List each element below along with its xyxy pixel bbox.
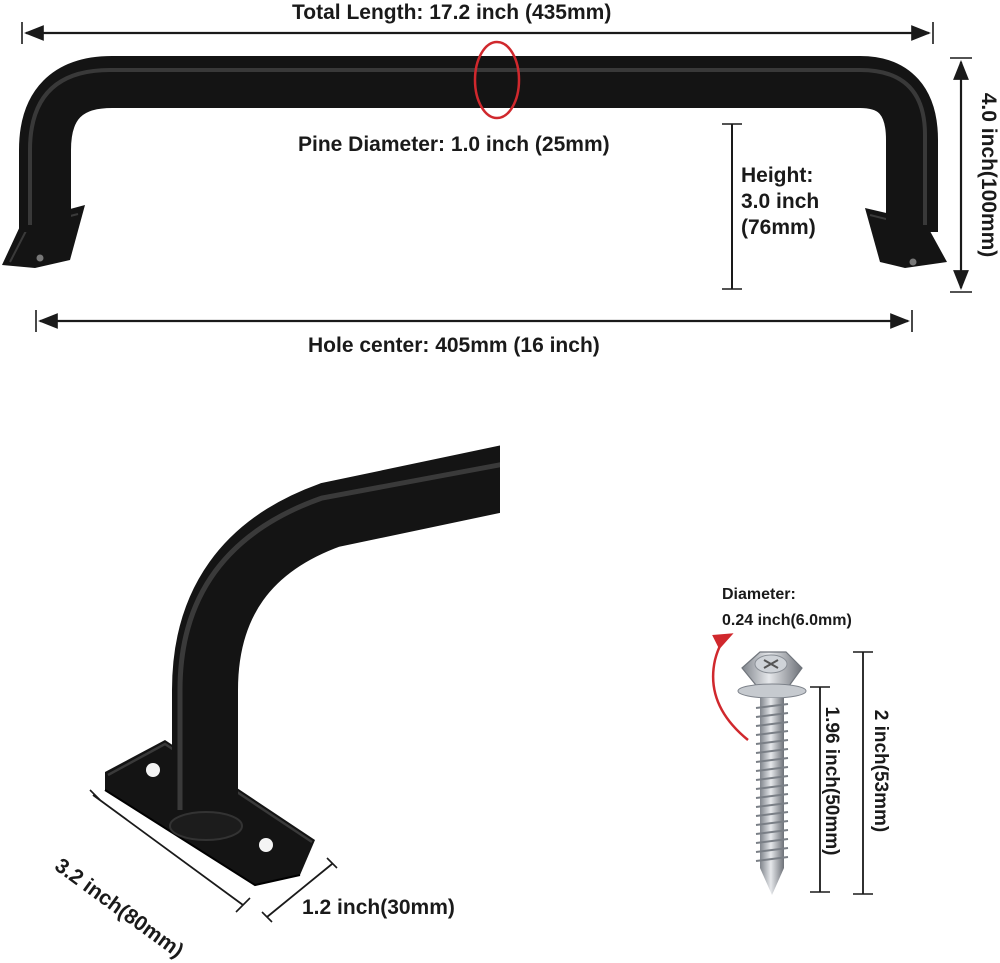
screw-thread: [755, 802, 789, 808]
handle-top-view: [2, 40, 947, 268]
screw-thread-length-label: 1.96 inch(50mm): [821, 706, 842, 856]
height-label-line1: Height:: [741, 164, 814, 187]
height-label-line3: (76mm): [741, 216, 816, 239]
screw-thread: [755, 739, 789, 745]
pipe-diameter-label: Pine Diameter: 1.0 inch (25mm): [298, 133, 610, 156]
screw-thread: [755, 820, 789, 826]
handle-closeup: [104, 440, 530, 887]
height-label: Height: 3.0 inch (76mm): [741, 163, 819, 241]
screw-thread: [755, 775, 789, 781]
hole-center-label: Hole center: 405mm (16 inch): [308, 334, 600, 357]
handle-tube: [19, 56, 938, 232]
screw-thread: [755, 712, 789, 718]
screw-thread: [755, 856, 789, 862]
plate-width-dimension-line: [266, 863, 333, 918]
screw-thread: [755, 730, 789, 736]
diagram-drawing: [2, 22, 972, 923]
screw-thread: [755, 784, 789, 790]
diameter-highlight-ring: [473, 40, 521, 120]
lag-screw: [711, 633, 807, 895]
screw-thread: [755, 829, 789, 835]
right-mount-plate: [865, 208, 947, 268]
screw-thread: [755, 748, 789, 754]
screw-total-length-label: 2 inch(53mm): [870, 709, 891, 833]
screw-thread: [755, 721, 789, 727]
plate-width-label: 1.2 inch(30mm): [302, 896, 455, 919]
screw-thread: [755, 811, 789, 817]
screw-diameter-title: Diameter:: [722, 586, 796, 603]
screw-thread: [755, 757, 789, 763]
screw-diameter-arrow: [711, 633, 749, 741]
screw-thread: [755, 703, 789, 709]
height-label-line2: 3.0 inch: [741, 190, 820, 213]
screw-thread: [755, 766, 789, 772]
plate-length-dimension-line: [92, 794, 244, 906]
screw-diameter-value: 0.24 inch(6.0mm): [722, 612, 852, 629]
screw-thread: [755, 838, 789, 844]
screw-thread: [755, 847, 789, 853]
overall-height-label: 4.0 inch(100mm): [977, 92, 1000, 258]
total-length-label: Total Length: 17.2 inch (435mm): [292, 1, 612, 24]
screw-tip: [760, 868, 784, 895]
screw-thread: [755, 793, 789, 799]
closeup-tube: [172, 443, 522, 825]
